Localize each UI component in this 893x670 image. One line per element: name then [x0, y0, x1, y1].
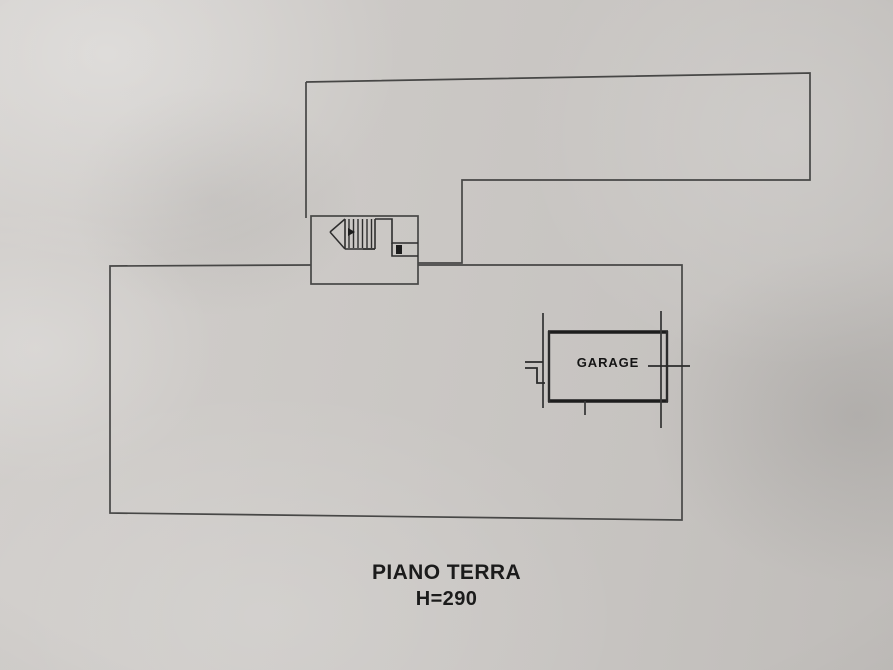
staircase-landing — [363, 218, 418, 257]
structural-wall-lines — [542, 311, 662, 428]
garage-room-label: GARAGE — [576, 355, 640, 370]
floor-caption: PIANO TERRA — [371, 561, 522, 584]
main-block-outline — [109, 264, 683, 521]
staircase-treads — [348, 219, 373, 248]
staircase-newel-post — [396, 245, 402, 254]
height-caption: H=290 — [415, 588, 478, 610]
garage-door-marker — [525, 361, 545, 384]
upper-wing-outline — [305, 72, 811, 264]
staircase — [310, 215, 419, 285]
staircase-box — [310, 215, 419, 285]
staircase-direction-arrow — [329, 218, 355, 250]
